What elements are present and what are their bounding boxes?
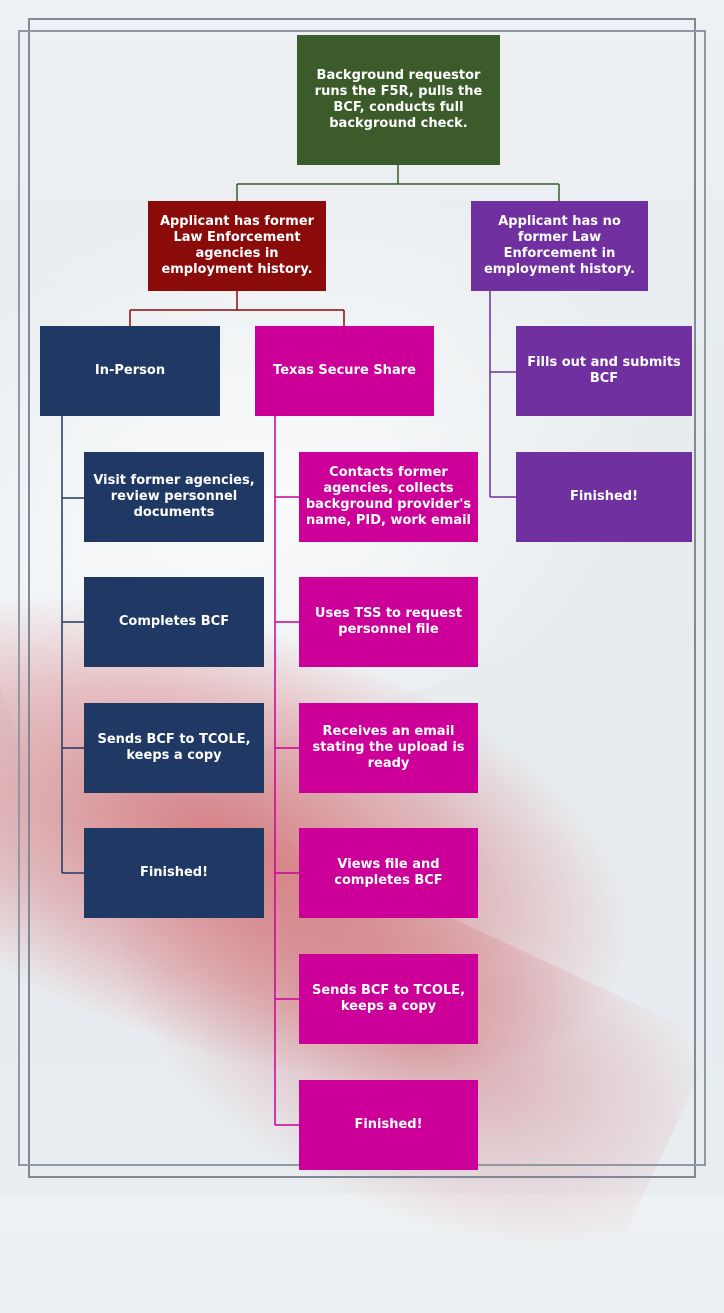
former-branch-connectors	[129, 291, 345, 326]
in-person-node: In-Person	[40, 326, 220, 416]
in-person-step-label: Finished!	[139, 865, 209, 880]
no-former-step-label: Finished!	[569, 489, 639, 504]
tss-step-3: Receives an email stating the upload is …	[299, 703, 478, 793]
in-person-step-1: Visit former agencies, review personnel …	[84, 452, 264, 542]
in-person-connectors	[61, 416, 84, 874]
tss-step-label: Views file and completes BCF	[334, 857, 443, 888]
tss-step-label: Contacts former agencies, collects backg…	[305, 465, 472, 528]
in-person-step-label: Visit former agencies, review personnel …	[93, 473, 255, 520]
in-person-step-label: Completes BCF	[118, 614, 230, 629]
tss-step-2: Uses TSS to request personnel file	[299, 577, 478, 667]
tss-step-1: Contacts former agencies, collects backg…	[299, 452, 478, 542]
no-former-step-label: Fills out and submits BCF	[527, 355, 681, 386]
connector-lines	[61, 165, 560, 1126]
in-person-step-3: Sends BCF to TCOLE, keeps a copy	[84, 703, 264, 793]
tss-step-6: Finished!	[299, 1080, 478, 1170]
former-le-label: Applicant has former Law Enforcement age…	[159, 214, 315, 277]
tss-connectors	[274, 416, 299, 1126]
tss-step-label: Sends BCF to TCOLE, keeps a copy	[311, 983, 466, 1014]
in-person-label: In-Person	[94, 363, 166, 378]
root-label: Background requestor runs the F5R, pulls…	[314, 68, 483, 131]
no-former-le-label: Applicant has no former Law Enforcement …	[483, 214, 636, 277]
former-le-node: Applicant has former Law Enforcement age…	[148, 201, 326, 291]
tss-step-5: Sends BCF to TCOLE, keeps a copy	[299, 954, 478, 1044]
tss-node: Texas Secure Share	[255, 326, 434, 416]
decorative-frame-outer	[28, 18, 696, 1178]
tss-step-label: Finished!	[354, 1117, 423, 1132]
root-connectors	[236, 165, 560, 201]
in-person-step-label: Sends BCF to TCOLE, keeps a copy	[97, 732, 251, 763]
in-person-step-2: Completes BCF	[84, 577, 264, 667]
tss-step-4: Views file and completes BCF	[299, 828, 478, 918]
tss-label: Texas Secure Share	[273, 363, 416, 378]
in-person-step-4: Finished!	[84, 828, 264, 918]
no-former-step-1: Fills out and submits BCF	[516, 326, 692, 416]
tss-step-label: Receives an email stating the upload is …	[312, 724, 465, 771]
root-node: Background requestor runs the F5R, pulls…	[297, 35, 500, 165]
no-former-step-2: Finished!	[516, 452, 692, 542]
tss-step-label: Uses TSS to request personnel file	[314, 606, 463, 637]
no-former-connectors	[489, 291, 516, 498]
no-former-le-node: Applicant has no former Law Enforcement …	[471, 201, 648, 291]
